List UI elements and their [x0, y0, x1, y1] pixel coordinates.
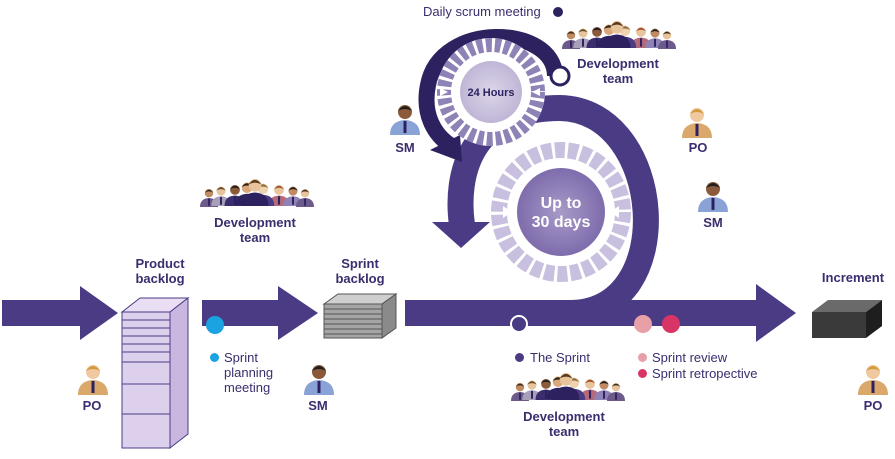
retro-dot [662, 315, 680, 333]
sprint-planning-line1: Sprint [224, 350, 258, 365]
sprint-planning-line3: meeting [224, 380, 271, 395]
sm-right-label: SM [703, 215, 723, 230]
product-backlog-line1: Product [135, 256, 185, 271]
daily-scrum-dot [553, 7, 563, 17]
review-legend-dot [638, 353, 647, 362]
po-icon-right [682, 108, 712, 138]
team-icon-mid-member-8 [241, 179, 269, 206]
sm-icon-right [698, 182, 728, 212]
dev-team-mid-line1: Development [214, 215, 296, 230]
sprint-backlog-label: Sprint backlog [325, 256, 395, 286]
dev-team-top-line2: team [602, 71, 634, 86]
team-icon-top-member-8 [603, 21, 631, 48]
the-sprint-label: The Sprint [530, 350, 590, 365]
sprint-planning-label: Sprint planning meeting [224, 350, 273, 395]
po-bottom-right-label: PO [863, 398, 883, 413]
sprint-dot [510, 315, 528, 333]
increment-box [812, 300, 882, 338]
dev-team-bottom-line1: Development [523, 409, 605, 424]
team-icon-mid-member-5 [296, 189, 314, 207]
po-icon-left [78, 365, 108, 395]
planning-legend-dot [210, 353, 219, 362]
team-icon-bottom-member-8 [552, 373, 580, 400]
product-backlog-label: Product backlog [125, 256, 195, 286]
planning-dot [206, 316, 224, 334]
sm-icon-bottom [304, 365, 334, 395]
sm-icon-top [390, 105, 420, 135]
sprint-loop-arrow [405, 94, 796, 342]
dev-team-mid-line2: team [239, 230, 271, 245]
input-arrow [2, 286, 118, 340]
dev-team-top-line1: Development [577, 56, 659, 71]
retro-legend-dot [638, 369, 647, 378]
days-line2: 30 days [531, 214, 591, 231]
dev-team-bottom-label: Development team [519, 409, 609, 439]
daily-loop-arrow [418, 29, 571, 162]
dev-team-mid-label: Development team [210, 215, 300, 245]
dev-team-top-label: Development team [573, 56, 663, 86]
daily-scrum-label: Daily scrum meeting [423, 4, 541, 19]
hours-dial [437, 38, 545, 146]
review-dot [634, 315, 652, 333]
sm-top-label: SM [395, 140, 415, 155]
sprint-backlog-line2: backlog [335, 271, 385, 286]
team-icon-top-member-5 [658, 31, 676, 49]
sprint-planning-line2: planning [224, 365, 274, 380]
po-left-label: PO [82, 398, 102, 413]
product-backlog-stack [120, 296, 190, 450]
team-icon-bottom-member-5 [607, 383, 625, 401]
days-dial [491, 142, 631, 282]
sprint-backlog-stack [322, 293, 398, 339]
increment-label: Increment [821, 270, 885, 285]
sprint-backlog-line1: Sprint [341, 256, 379, 271]
po-right-label: PO [688, 140, 708, 155]
sprint-legend-dot [515, 353, 524, 362]
hours-label: 24 Hours [467, 87, 515, 99]
people-layer [78, 21, 888, 401]
product-backlog-line2: backlog [135, 271, 185, 286]
po-icon-bottom-right [858, 365, 888, 395]
days-label: Up to 30 days [511, 194, 611, 232]
sm-bottom-label: SM [308, 398, 328, 413]
dev-team-bottom-line2: team [548, 424, 580, 439]
sprint-review-label: Sprint review [652, 350, 728, 365]
days-line1: Up to [540, 195, 582, 212]
sprint-retro-label: Sprint retropective [652, 366, 758, 381]
